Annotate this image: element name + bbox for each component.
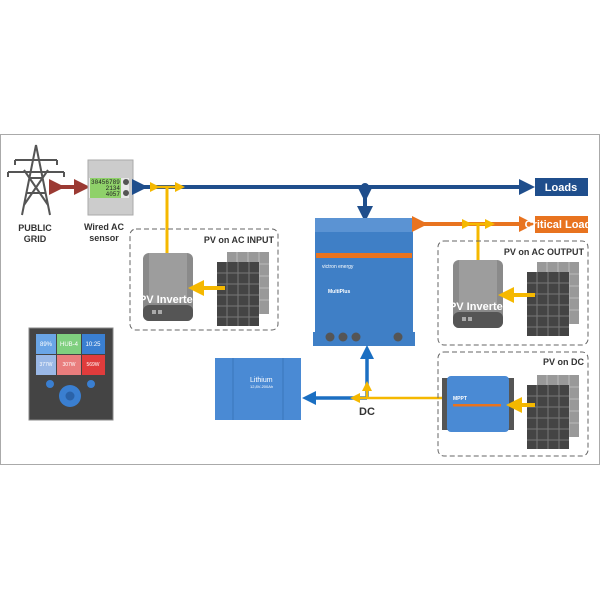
- multiplus-name: MultiPlus: [328, 289, 350, 295]
- dc-label: DC: [359, 406, 375, 418]
- loads-box: [535, 178, 588, 196]
- pv-inverter-icon: [143, 253, 193, 321]
- mppt-name: MPPT: [453, 396, 467, 402]
- gx-tile-4: 377W: [39, 362, 52, 368]
- gx-tile-2: HUB-4: [60, 342, 79, 348]
- loads-label: Loads: [545, 182, 577, 194]
- gx-display-icon: 89% HUB-4 10:25 377W 307W 569W: [28, 327, 114, 421]
- meter-reading-1: 30456789: [91, 179, 120, 186]
- gx-tile-5: 307W: [62, 362, 75, 368]
- battery-name: Lithium: [250, 377, 273, 384]
- multiplus-inverter-icon: victron energy MultiPlus: [313, 218, 415, 346]
- grid-label-2: GRID: [24, 234, 47, 244]
- energy-meter-icon: 30456789 2134 4057: [87, 159, 134, 216]
- gx-tile-1: 89%: [40, 342, 53, 348]
- victron-logo: victron energy: [322, 264, 354, 270]
- pv-ac-input-group: [129, 228, 279, 331]
- power-tower-icon: [7, 144, 65, 216]
- pv-inverter-icon: [453, 260, 503, 328]
- sensor-label-1: Wired AC: [84, 222, 125, 232]
- pv-ac-output-group: [437, 240, 589, 346]
- pv-ac-input-label: PV on AC INPUT: [204, 235, 275, 245]
- battery-spec: 12,8V-200Ah: [250, 384, 273, 389]
- sensor-label-2: sensor: [89, 233, 119, 243]
- gx-tile-3: 10:25: [85, 342, 101, 348]
- meter-reading-2: 2134: [106, 185, 121, 192]
- critical-loads-box: [535, 216, 588, 233]
- pv-inverter-label: PV Inverter: [139, 294, 198, 306]
- pv-ac-output-label: PV on AC OUTPUT: [504, 247, 585, 257]
- gx-tile-6: 569W: [86, 362, 99, 368]
- mppt-charger-icon: MPPT: [442, 376, 514, 432]
- pv-dc-group: [437, 351, 589, 457]
- bus-junction: [361, 183, 369, 191]
- pv-inverter-label-2: PV Inverter: [449, 301, 508, 313]
- pv-dc-label: PV on DC: [543, 357, 585, 367]
- meter-reading-3: 4057: [106, 191, 121, 198]
- battery-icon: Lithium 12,8V-200Ah: [215, 358, 301, 420]
- grid-label-1: PUBLIC: [18, 223, 52, 233]
- critical-loads-label: Critical Loads: [525, 219, 598, 231]
